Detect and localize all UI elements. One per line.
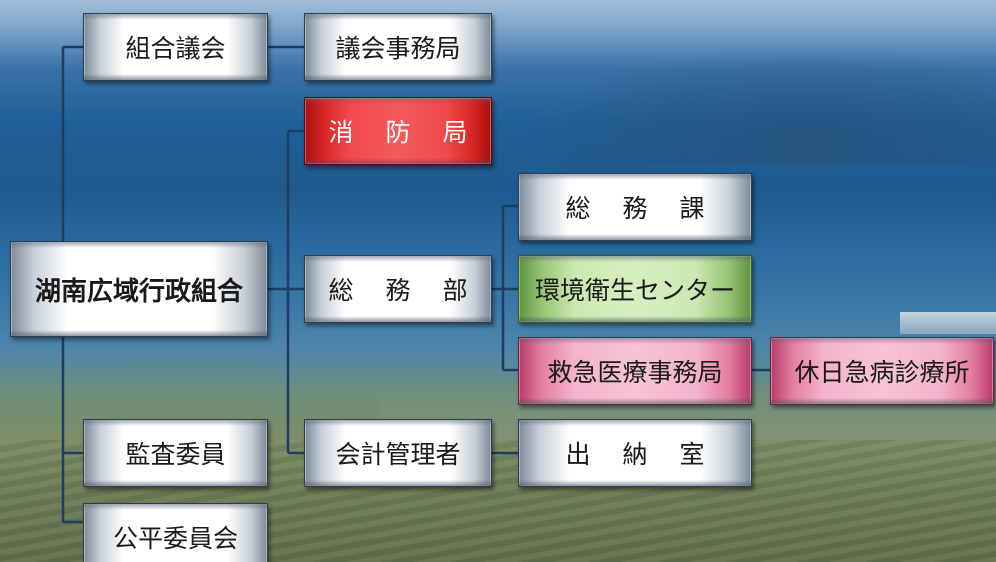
general-affairs-section-box: 総 務 課 — [518, 173, 752, 241]
accounting-manager-box: 会計管理者 — [304, 419, 492, 487]
treasury-office-label: 出 納 室 — [565, 440, 717, 469]
general-affairs-department-box: 総 務 部 — [304, 255, 492, 323]
accounting-manager-label: 会計管理者 — [335, 440, 461, 469]
fire-department-label: 消 防 局 — [328, 118, 480, 147]
fire-department-box: 消 防 局 — [304, 97, 492, 165]
environment-center-box: 環境衛生センター — [518, 255, 752, 323]
holiday-clinic-box: 休日急病診療所 — [770, 337, 994, 405]
equity-committee-box: 公平委員会 — [83, 503, 268, 562]
assembly-box: 組合議会 — [83, 13, 268, 81]
assembly-label: 組合議会 — [125, 34, 226, 63]
emergency-medical-office-label: 救急医療事務局 — [547, 358, 723, 387]
auditors-label: 監査委員 — [125, 440, 226, 469]
emergency-medical-office-box: 救急医療事務局 — [518, 337, 752, 405]
general-affairs-department-label: 総 務 部 — [328, 276, 480, 305]
equity-committee-label: 公平委員会 — [112, 524, 238, 553]
environment-center-label: 環境衛生センター — [534, 276, 735, 305]
holiday-clinic-label: 休日急病診療所 — [794, 358, 970, 387]
root-box: 湖南広域行政組合 — [10, 241, 268, 337]
general-affairs-section-label: 総 務 課 — [565, 194, 717, 223]
root-label: 湖南広域行政組合 — [34, 276, 243, 307]
assembly-office-box: 議会事務局 — [304, 13, 492, 81]
treasury-office-box: 出 納 室 — [518, 419, 752, 487]
auditors-box: 監査委員 — [83, 419, 268, 487]
assembly-office-label: 議会事務局 — [335, 34, 461, 63]
